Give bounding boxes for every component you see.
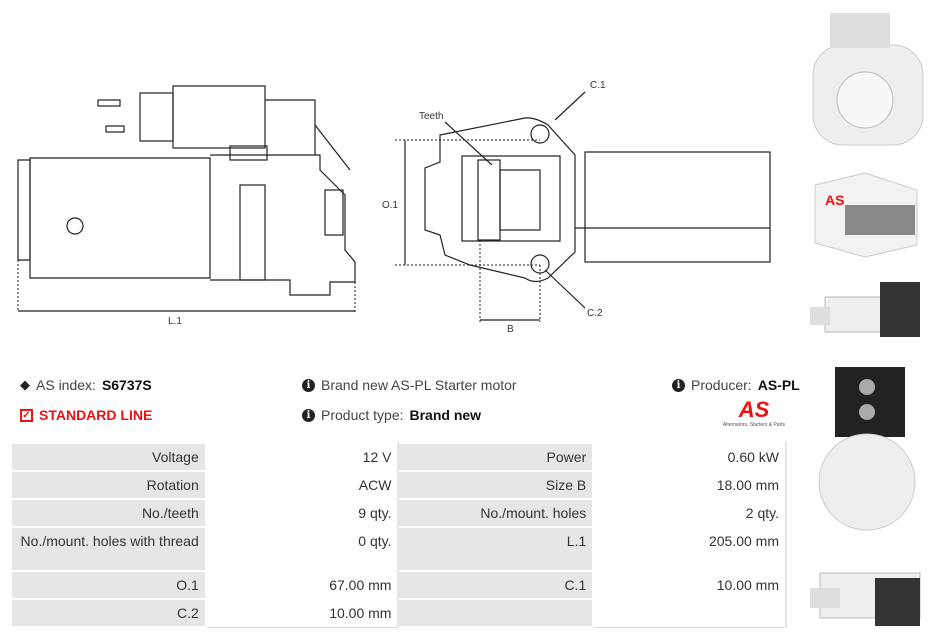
as-pl-logo: AS Alternators, Starters & Parts <box>715 397 793 429</box>
as-index-label: AS index: <box>36 377 96 393</box>
spec-value: 18.00 mm <box>592 470 787 500</box>
product-photo-2[interactable]: AS <box>805 165 930 260</box>
spec-value: 205.00 mm <box>592 526 787 572</box>
spec-value: 67.00 mm <box>204 570 400 600</box>
svg-text:AS: AS <box>825 192 844 208</box>
info-icon: i <box>302 378 315 392</box>
spec-value: ACW <box>204 470 400 500</box>
spec-value <box>592 598 787 628</box>
spec-value: 0.60 kW <box>592 442 787 472</box>
label-teeth: Teeth <box>419 111 443 122</box>
technical-drawing: L.1 Teeth O.1 C.1 C.2 B <box>17 80 771 335</box>
label-c1: C.1 <box>590 80 606 91</box>
producer-value: AS-PL <box>757 377 800 393</box>
description: i Brand new AS-PL Starter motor <box>302 377 517 393</box>
spec-value: 10.00 mm <box>592 570 787 600</box>
spec-label: C.1 <box>397 570 595 600</box>
spec-value: 0 qty. <box>204 526 400 572</box>
spec-value: 10.00 mm <box>204 598 400 628</box>
product-type-label: Product type: <box>321 407 404 423</box>
info-icon: i <box>302 408 315 422</box>
label-c2: C.2 <box>587 308 603 319</box>
spec-label: No./teeth <box>10 498 207 528</box>
standard-line-label: STANDARD LINE <box>39 407 153 423</box>
checkbox-icon: ✓ <box>20 408 33 422</box>
producer: i Producer: AS-PL <box>672 377 800 393</box>
spec-label: No./mount. holes with thread <box>10 526 207 572</box>
product-photo-4[interactable] <box>805 362 930 544</box>
description-text: Brand new AS-PL Starter motor <box>321 377 517 393</box>
producer-label: Producer: <box>691 377 752 393</box>
spec-value: 12 V <box>204 442 400 472</box>
product-type: i Product type: Brand new <box>302 407 481 423</box>
tags-icon: ◆ <box>20 377 30 392</box>
spec-label: O.1 <box>10 570 207 600</box>
logo-tagline: Alternators, Starters & Parts <box>722 422 786 428</box>
label-b: B <box>507 324 514 335</box>
spec-label: Rotation <box>10 470 207 500</box>
as-index: ◆ AS index: S6737S <box>20 377 152 393</box>
product-type-value: Brand new <box>409 407 482 423</box>
product-photo-1[interactable] <box>805 5 930 155</box>
as-index-value: S6737S <box>101 377 152 393</box>
label-l1: L.1 <box>168 316 182 327</box>
spec-label: Voltage <box>10 442 207 472</box>
standard-line-badge: ✓ STANDARD LINE <box>20 407 152 423</box>
side-view-drawing <box>17 85 356 296</box>
spec-label: L.1 <box>397 526 595 572</box>
spec-label: Size B <box>397 470 595 500</box>
info-icon: i <box>672 378 685 392</box>
spec-value: 2 qty. <box>592 498 787 528</box>
product-photo-3[interactable] <box>805 272 930 352</box>
spec-label: No./mount. holes <box>397 498 595 528</box>
spec-label: C.2 <box>10 598 207 628</box>
front-view-drawing <box>424 117 771 283</box>
logo-mark: AS <box>738 397 770 422</box>
spec-label: Power <box>397 442 595 472</box>
label-o1: O.1 <box>382 200 399 211</box>
product-photo-5[interactable] <box>805 548 930 632</box>
spec-value: 9 qty. <box>204 498 400 528</box>
spec-label <box>397 598 595 628</box>
